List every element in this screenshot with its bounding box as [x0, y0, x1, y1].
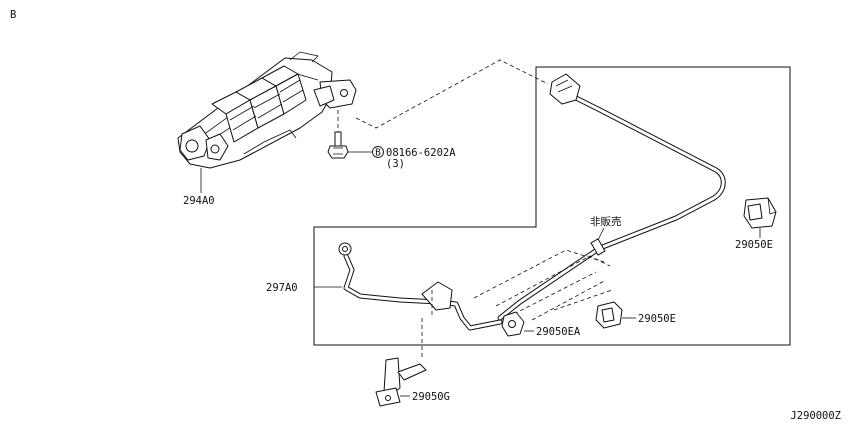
- label-29050e-right: 29050E: [735, 239, 773, 251]
- harness-clip-guides: [431, 249, 613, 321]
- bolt-08166-6202a[interactable]: [327, 131, 349, 159]
- label-29050ea: 29050EA: [536, 326, 581, 338]
- clip-29050e-lower[interactable]: [595, 301, 623, 329]
- label-29050e-lower: 29050E: [638, 313, 676, 325]
- bolt-type-circle: [372, 146, 384, 158]
- leader-not-sold: [597, 227, 605, 241]
- label-29050g: 29050G: [412, 391, 450, 403]
- clamp-29050ea[interactable]: [501, 311, 525, 337]
- label-08166-6202a: 08166-6202A: [386, 147, 456, 159]
- bolt-type-letter: B: [375, 148, 381, 159]
- diagram-code: J290000Z: [790, 410, 841, 422]
- module-connector-dashline: [355, 59, 549, 129]
- clip-29050e-right[interactable]: [743, 197, 777, 229]
- label-bolt-quantity: (3): [386, 158, 405, 170]
- harness-assembly-frame: [313, 66, 791, 346]
- harness-297a0[interactable]: [338, 73, 726, 331]
- section-letter: B: [10, 9, 16, 21]
- bracket-29050g[interactable]: [375, 357, 427, 407]
- label-294a0: 294A0: [183, 195, 215, 207]
- label-not-sold: 非販売: [590, 215, 622, 228]
- label-297a0: 297A0: [266, 282, 298, 294]
- module-294a0[interactable]: [177, 51, 357, 169]
